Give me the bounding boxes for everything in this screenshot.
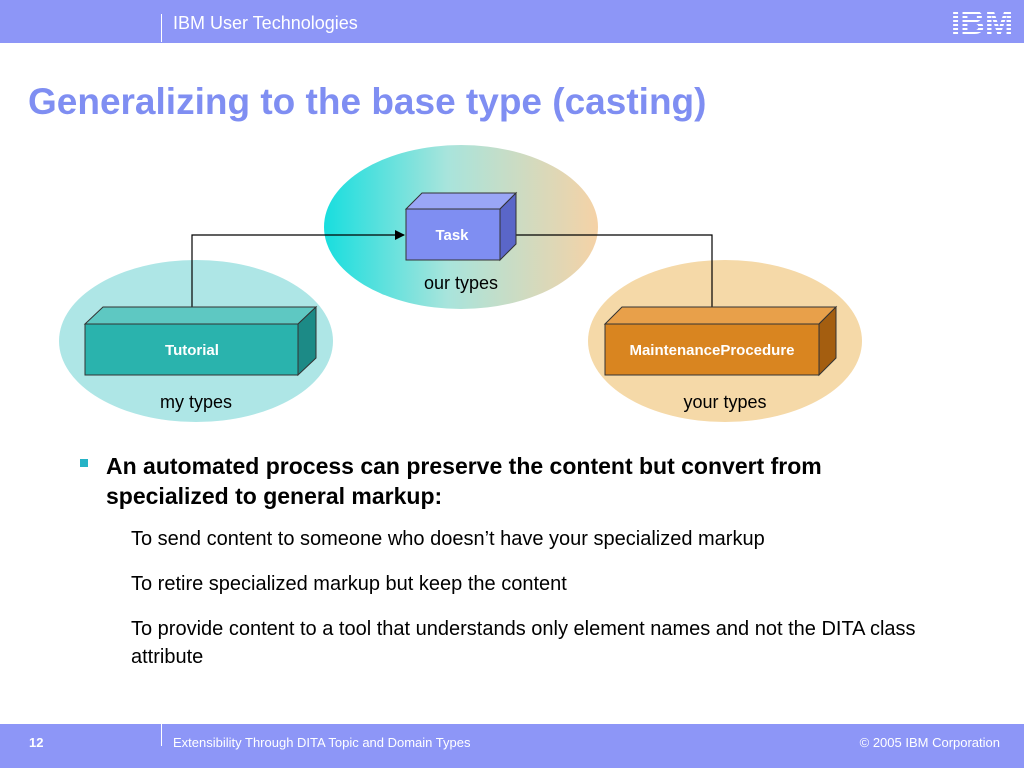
bullet-square-icon (80, 459, 88, 467)
box-task: Task (404, 191, 518, 262)
header-org-name: IBM User Technologies (173, 13, 358, 33)
subpoint-3: To provide content to a tool that unders… (131, 618, 916, 668)
box-maintenance-procedure: MaintenanceProcedure (603, 305, 838, 377)
group-label-yours: your types (683, 392, 766, 412)
footer-bar: 12 Extensibility Through DITA Topic and … (0, 724, 1024, 768)
connector-maintenance-to-task (497, 230, 713, 322)
box-label-tutorial: Tutorial (165, 342, 219, 359)
subpoint-1: To send content to someone who doesn’t h… (131, 528, 765, 550)
subpoint-2: To retire specialized markup but keep th… (131, 573, 567, 595)
ibm-logo-text: IBM (951, 4, 1013, 38)
footer-presentation-title: Extensibility Through DITA Topic and Dom… (173, 735, 471, 750)
footer-copyright: © 2005 IBM Corporation (859, 735, 1000, 750)
header-bar: IBM User Technologies IBM (0, 0, 1024, 43)
header-divider (161, 14, 162, 42)
page-number: 12 (29, 735, 44, 750)
box-label-maintenance-procedure: MaintenanceProcedure (629, 342, 794, 359)
casting-diagram: Task Tutorial MaintenanceProcedure our t… (59, 145, 862, 422)
bullet-text: An automated process can preserve the co… (106, 453, 822, 509)
ibm-logo: IBM (951, 4, 1013, 38)
footer-divider (161, 724, 162, 746)
box-label-task: Task (435, 227, 469, 244)
slide-title: Generalizing to the base type (casting) (28, 81, 707, 122)
group-label-mine: my types (160, 392, 232, 412)
box-tutorial: Tutorial (83, 305, 318, 377)
group-label-ours: our types (424, 273, 498, 293)
connector-tutorial-to-task (191, 230, 405, 322)
